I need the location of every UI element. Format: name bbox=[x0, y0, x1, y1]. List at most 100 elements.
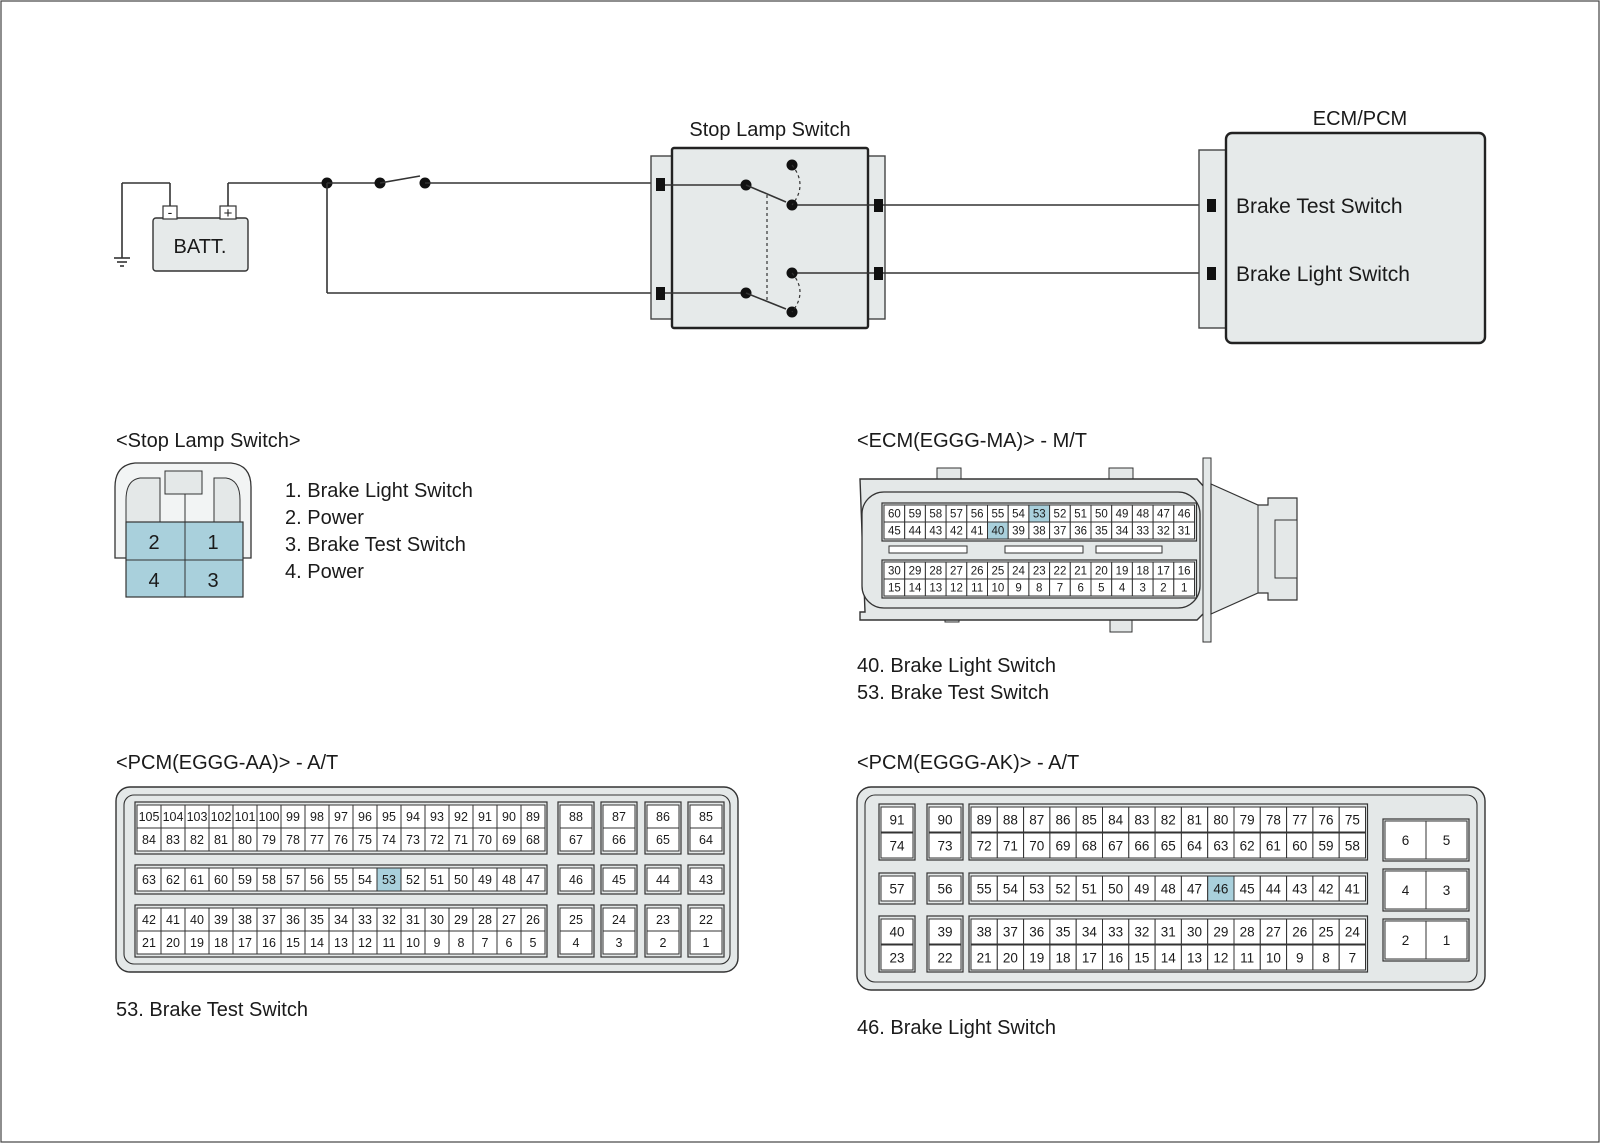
pin-number: 81 bbox=[214, 833, 228, 847]
pin-number: 56 bbox=[310, 873, 324, 887]
pin-number: 86 bbox=[656, 810, 670, 824]
ecm-pin: 12 bbox=[945, 578, 968, 597]
pin-block-frame bbox=[600, 801, 638, 855]
pin-number: 36 bbox=[1074, 526, 1087, 538]
pin-number: 34 bbox=[334, 913, 348, 927]
pin-number: 12 bbox=[358, 936, 372, 950]
pin-cell bbox=[1128, 875, 1156, 902]
pin-cell bbox=[1259, 918, 1288, 945]
pcm-ak-pin: 34 bbox=[1075, 918, 1103, 945]
ecm-pin: 52 bbox=[1049, 504, 1071, 523]
pin-cell bbox=[1425, 870, 1468, 910]
pcm-ak-pin: 4 bbox=[1384, 870, 1427, 910]
pcm-ak-pin: 40 bbox=[880, 918, 914, 945]
ecm-pin: 19 bbox=[1111, 561, 1133, 580]
pcm-ak-pin: 59 bbox=[1312, 832, 1340, 859]
pin-block-frame bbox=[881, 559, 1198, 599]
pcm-aa-pin: 81 bbox=[208, 827, 234, 852]
pcm-aa-pin: 60 bbox=[208, 867, 234, 892]
pcm-ak-pin: 85 bbox=[1075, 806, 1103, 833]
ecm-pin: 23 bbox=[1028, 561, 1051, 580]
pin-number: 50 bbox=[1108, 881, 1123, 896]
pin-number: 47 bbox=[1157, 509, 1170, 521]
pcm-aa-pin: 14 bbox=[304, 930, 330, 955]
pcm-aa-pin: 93 bbox=[424, 804, 450, 829]
pcm-aa-pin: 53 bbox=[376, 867, 402, 892]
pcm-ak-pin: 6 bbox=[1384, 820, 1427, 860]
ecm-pin: 58 bbox=[924, 504, 947, 523]
pcm-ak-pin: 86 bbox=[1049, 806, 1077, 833]
pin-number: 25 bbox=[1319, 924, 1334, 939]
pin-block-frame bbox=[557, 801, 595, 855]
pin-number: 61 bbox=[190, 873, 204, 887]
pcm-ak-pin: 67 bbox=[1102, 832, 1130, 859]
pcm-aa-pin: 90 bbox=[496, 804, 522, 829]
pin-number: 87 bbox=[1029, 812, 1044, 827]
pin-number: 13 bbox=[929, 583, 942, 595]
pin-number: 34 bbox=[1082, 924, 1098, 939]
pin-number: 5 bbox=[530, 936, 537, 950]
pin-number: 11 bbox=[1240, 950, 1254, 965]
pin-number: 18 bbox=[1056, 950, 1071, 965]
pin-cell bbox=[970, 806, 998, 833]
pin-number: 58 bbox=[262, 873, 276, 887]
pin-cell bbox=[520, 930, 546, 955]
pin-number: 78 bbox=[286, 833, 300, 847]
pin-number: 21 bbox=[977, 950, 992, 965]
battery: - + BATT. bbox=[152, 204, 249, 272]
pin-number: 76 bbox=[1319, 812, 1334, 827]
pin-number: 72 bbox=[977, 838, 992, 853]
pin-number: 88 bbox=[569, 810, 583, 824]
stop-lamp-connector-face: 2 1 4 3 bbox=[114, 462, 252, 598]
pcm-aa-pin: 103 bbox=[184, 804, 210, 829]
ecm-pin: 50 bbox=[1090, 504, 1113, 523]
pin-number: 42 bbox=[1319, 881, 1334, 896]
pin-cell bbox=[970, 832, 998, 859]
pin-number: 17 bbox=[238, 936, 252, 950]
pin-number: 75 bbox=[358, 833, 372, 847]
ecm-pin: 10 bbox=[987, 578, 1009, 597]
ecm-pin: 36 bbox=[1069, 521, 1092, 540]
pin-number: 85 bbox=[1082, 812, 1097, 827]
pin-cell bbox=[880, 832, 914, 859]
pin-number: 73 bbox=[406, 833, 420, 847]
ecm-pin: 47 bbox=[1152, 504, 1175, 523]
pin-number: 87 bbox=[612, 810, 626, 824]
pin-number: 49 bbox=[1134, 881, 1149, 896]
pin-number: 38 bbox=[1033, 526, 1046, 538]
pcm-ak-pin: 30 bbox=[1180, 918, 1209, 945]
pin-block-frame bbox=[926, 872, 964, 905]
pin-number: 38 bbox=[977, 924, 992, 939]
ecm-pin: 42 bbox=[945, 521, 968, 540]
pcm-aa-pin: 48 bbox=[496, 867, 522, 892]
pin-number: 56 bbox=[937, 881, 952, 896]
pin-number: 36 bbox=[1029, 924, 1044, 939]
pin-number: 7 bbox=[1349, 950, 1357, 965]
pin-number: 36 bbox=[286, 913, 300, 927]
pin-number: 37 bbox=[1054, 526, 1067, 538]
pin-number: 32 bbox=[382, 913, 396, 927]
pin-number: 95 bbox=[382, 810, 396, 824]
ecm-pin: 38 bbox=[1028, 521, 1051, 540]
pin-number: 4 bbox=[573, 936, 580, 950]
pcm-aa-pin: 24 bbox=[602, 907, 636, 932]
pin-number: 94 bbox=[406, 810, 420, 824]
ecm-pin: 17 bbox=[1152, 561, 1175, 580]
pcm-ak-pin: 16 bbox=[1102, 944, 1130, 971]
ecm-pin: 41 bbox=[966, 521, 988, 540]
pin-number: 53 bbox=[382, 873, 396, 887]
pin-number: 92 bbox=[454, 810, 468, 824]
ecm-pin: 45 bbox=[883, 521, 906, 540]
stop-lamp-pin: 2 bbox=[148, 532, 159, 554]
pin-cell bbox=[1049, 806, 1077, 833]
pin-cell bbox=[996, 944, 1025, 971]
pin-number: 66 bbox=[612, 833, 626, 847]
ecm-pin: 46 bbox=[1173, 504, 1196, 523]
pin-number: 59 bbox=[909, 509, 922, 521]
pin-number: 82 bbox=[1161, 812, 1176, 827]
pin-cell bbox=[1286, 806, 1314, 833]
pcm-aa-pin: 98 bbox=[304, 804, 330, 829]
pin-cell bbox=[1207, 832, 1235, 859]
pin-number: 62 bbox=[166, 873, 180, 887]
